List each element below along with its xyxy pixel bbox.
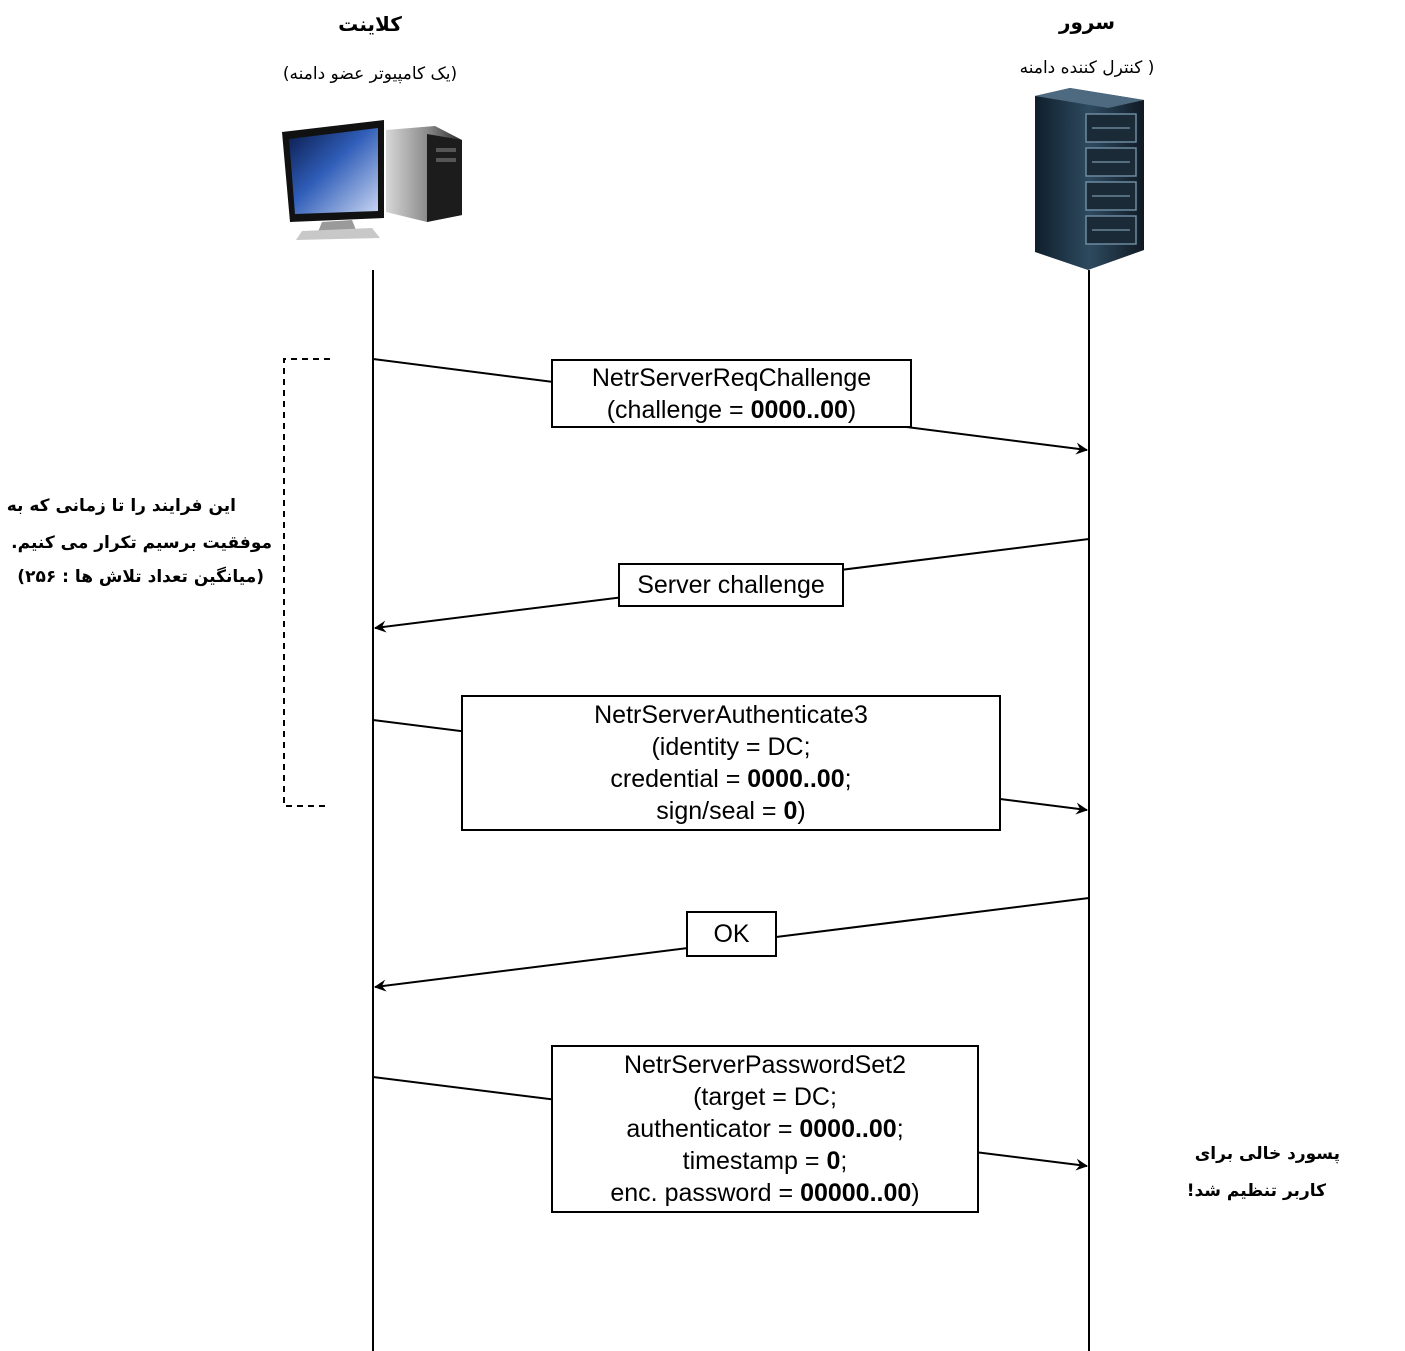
message-box-ok: OK: [686, 911, 777, 957]
message-line: OK: [713, 920, 750, 948]
message-line: (identity = DC;: [651, 733, 811, 761]
client-subtitle: (یک کامپیوتر عضو دامنه): [282, 64, 458, 84]
message-line: (target = DC;: [693, 1083, 837, 1111]
client-title: کلاینت: [338, 12, 402, 36]
server-rack-icon: [1035, 88, 1144, 270]
message-line: (challenge = 0000..00): [606, 395, 857, 424]
message-line: timestamp = 0;: [682, 1147, 848, 1175]
message-line: sign/seal = 0): [656, 797, 806, 825]
loop-bracket: [283, 358, 330, 807]
message-line: authenticator = 0000..00;: [626, 1115, 904, 1143]
message-box-password-set: NetrServerPasswordSet2 (target = DC; aut…: [551, 1045, 979, 1213]
message-line: NetrServerPasswordSet2: [623, 1051, 907, 1079]
result-note-line: پسورد خالی برای: [1194, 1144, 1340, 1164]
server-subtitle: ( کنترل کننده دامنه: [1019, 58, 1155, 78]
result-note-line: کاربر تنظیم شد!: [1186, 1181, 1326, 1201]
desktop-computer-icon: [282, 120, 462, 240]
loop-note-line: این فرایند را تا زمانی که به: [6, 496, 236, 516]
result-note: پسورد خالی برای کاربر تنظیم شد!: [1160, 1136, 1340, 1210]
message-line: NetrServerAuthenticate3: [594, 701, 868, 729]
loop-note: این فرایند را تا زمانی که به موفقیت برسی…: [6, 488, 272, 592]
loop-note-line: (میانگین تعداد تلاش ها : ۲۵۶): [17, 567, 264, 587]
loop-note-line: موفقیت برسیم تکرار می کنیم.: [11, 533, 272, 553]
message-box-req-challenge: NetrServerReqChallenge (challenge = 0000…: [551, 359, 912, 428]
server-title: سرور: [1058, 10, 1116, 34]
message-box-authenticate: NetrServerAuthenticate3 (identity = DC; …: [461, 695, 1001, 831]
message-box-server-challenge: Server challenge: [618, 563, 844, 607]
message-line: credential = 0000..00;: [610, 765, 852, 793]
message-line: enc. password = 00000..00): [610, 1179, 920, 1207]
message-line: NetrServerReqChallenge: [591, 363, 872, 392]
message-line: Server challenge: [637, 571, 825, 599]
